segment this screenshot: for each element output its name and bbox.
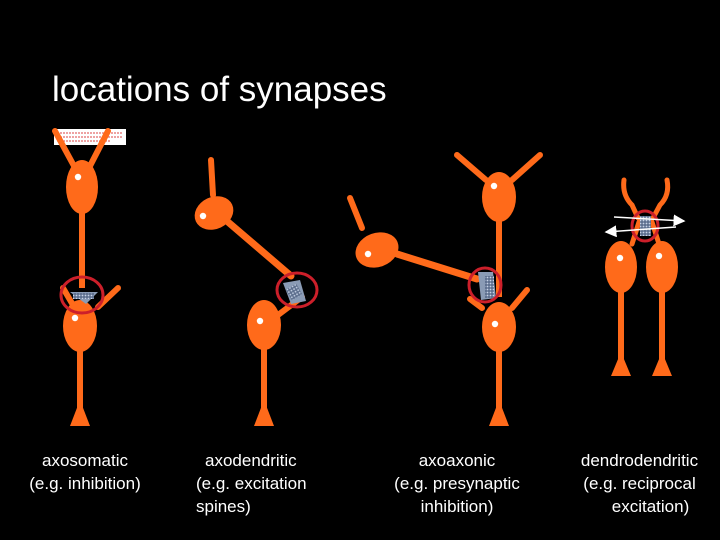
label-example-cont: excitation) bbox=[611, 497, 690, 516]
axodendritic-neurons bbox=[194, 157, 319, 426]
label-example: (e.g. inhibition) bbox=[29, 474, 141, 493]
label-example: (e.g. reciprocal bbox=[583, 474, 696, 493]
label-example-cont: spines) bbox=[196, 497, 251, 516]
label-name: axosomatic bbox=[42, 451, 128, 470]
axoaxonic-neurons bbox=[347, 152, 543, 426]
synapse-ring bbox=[275, 271, 319, 309]
arrow-right-icon bbox=[613, 214, 686, 227]
arrow-left-icon bbox=[604, 225, 677, 238]
label-example-cont: inhibition) bbox=[420, 497, 494, 516]
slide-title: locations of synapses bbox=[52, 70, 387, 109]
label-dendrodendritic: dendrodendritic (e.g. reciprocal excitat… bbox=[567, 449, 712, 518]
label-example: (e.g. excitation bbox=[196, 474, 307, 493]
synapse-ring bbox=[630, 209, 660, 243]
label-name: axodendritic bbox=[205, 451, 297, 470]
thumbnail-image bbox=[54, 129, 126, 145]
dendrodendritic-neurons bbox=[604, 177, 686, 376]
label-example: (e.g. presynaptic bbox=[394, 474, 520, 493]
label-name: axoaxonic bbox=[418, 451, 496, 470]
label-axodendritic: axodendritic (e.g. excitation spines) bbox=[196, 449, 307, 518]
synapse-ring bbox=[59, 275, 105, 315]
label-name: dendrodendritic bbox=[580, 451, 699, 470]
label-axoaxonic: axoaxonic (e.g. presynaptic inhibition) bbox=[382, 449, 532, 518]
synapse-ring bbox=[467, 266, 503, 304]
axosomatic-neurons bbox=[52, 128, 121, 426]
label-axosomatic: axosomatic (e.g. inhibition) bbox=[17, 449, 153, 495]
